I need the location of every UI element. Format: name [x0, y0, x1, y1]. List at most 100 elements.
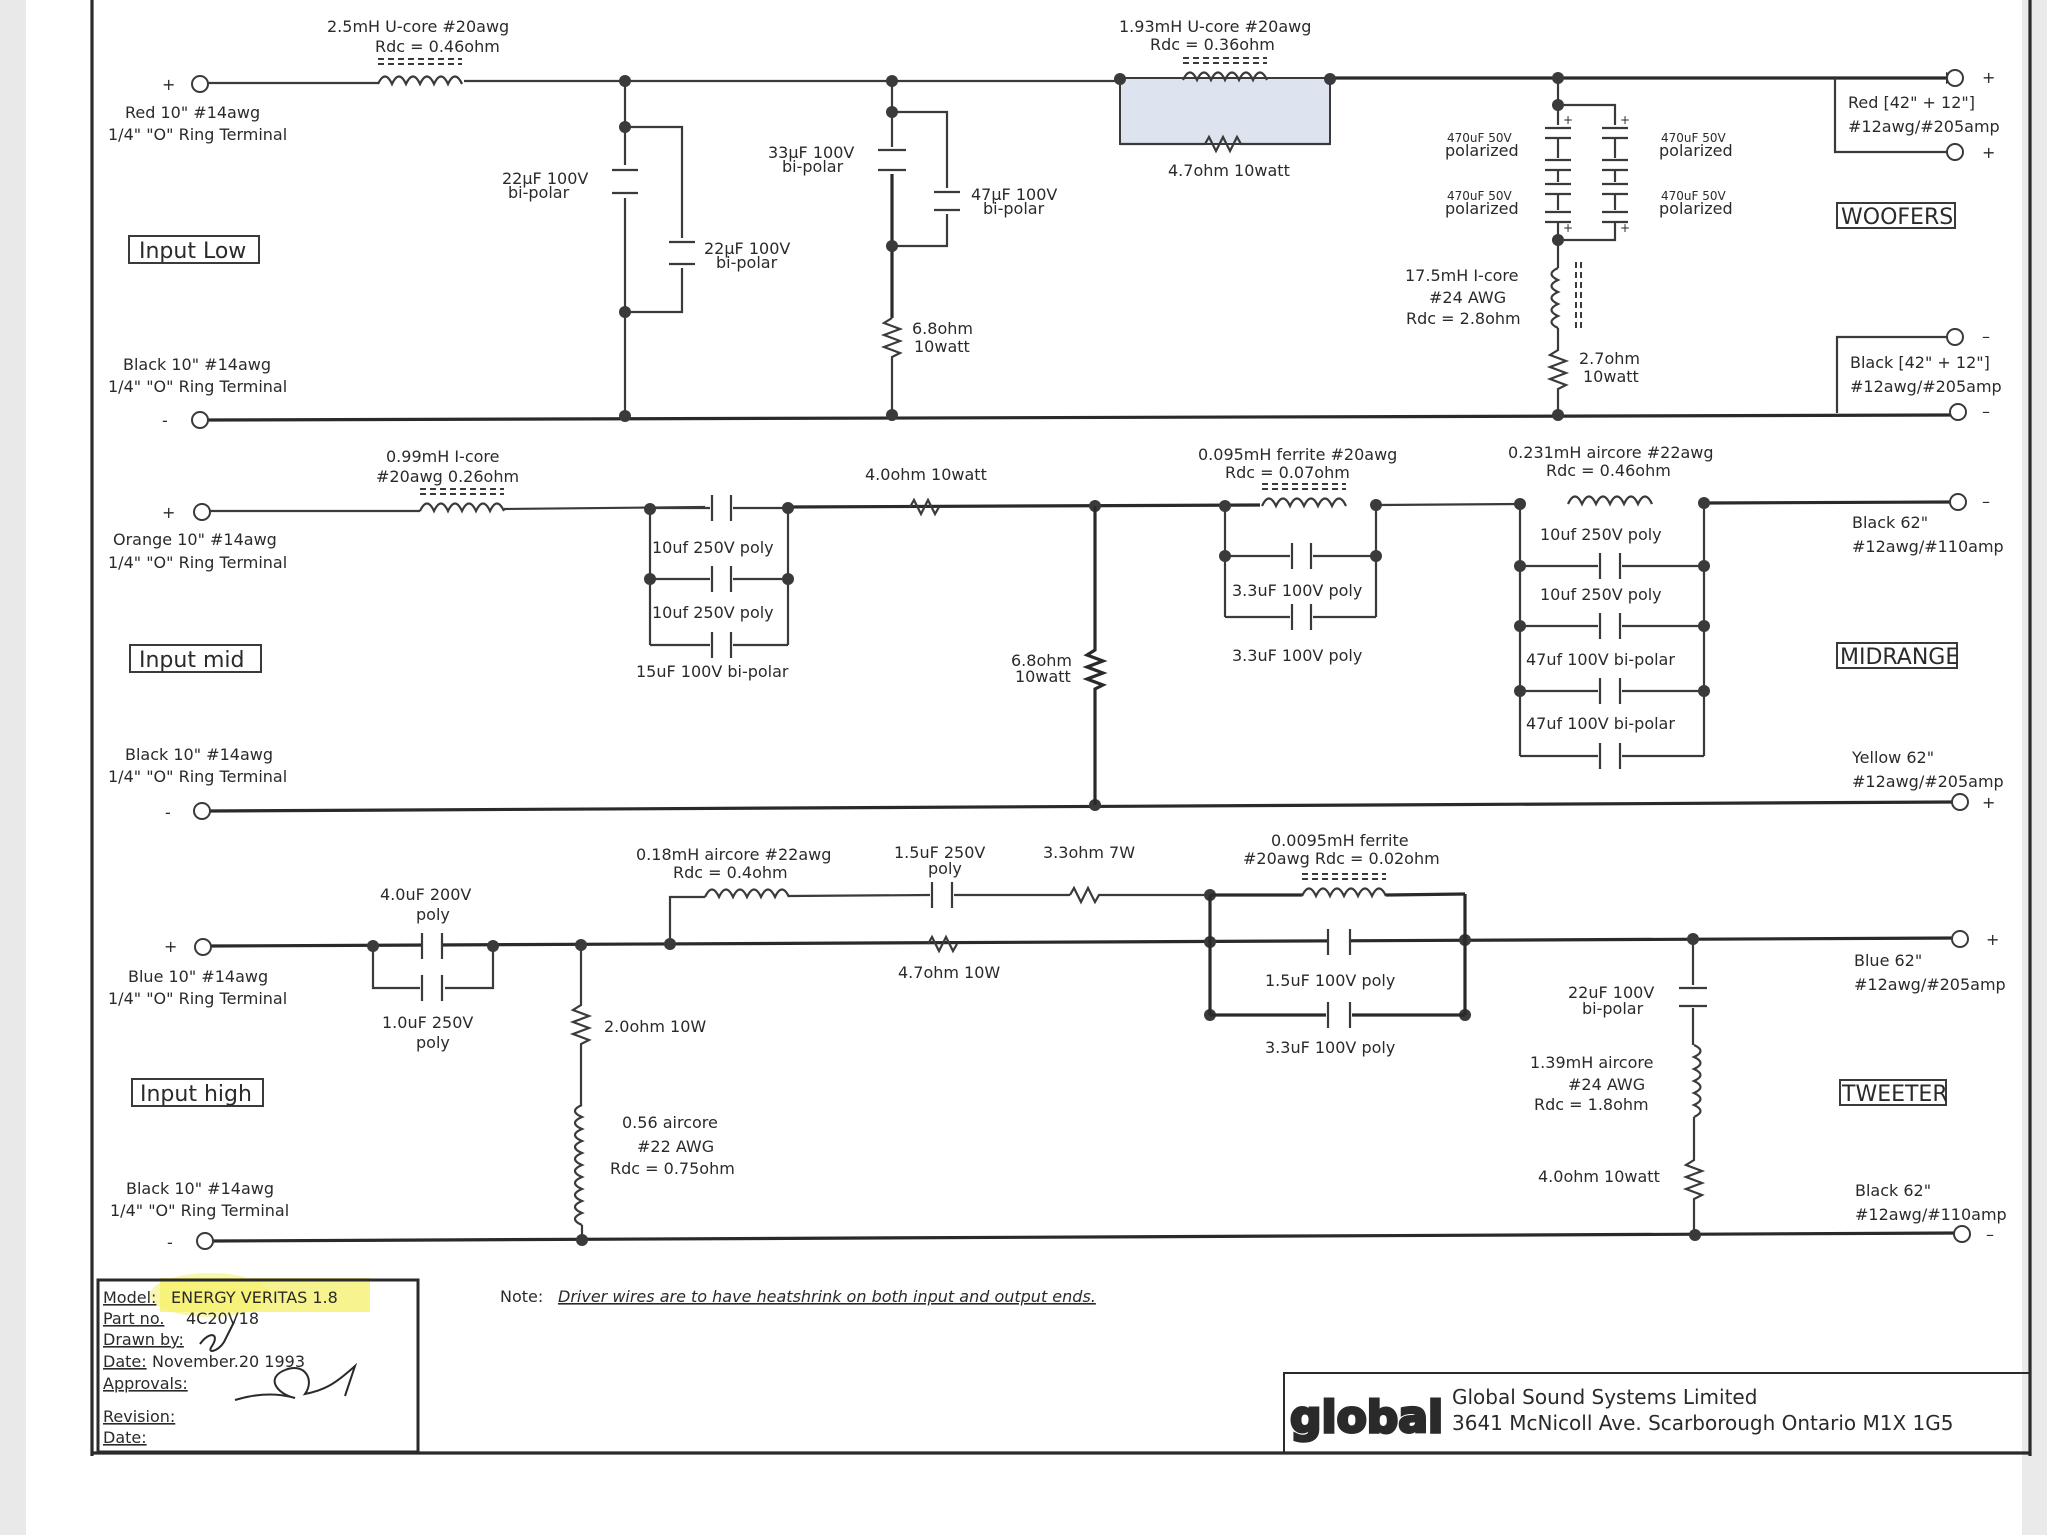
tweeter-c1-line2: poly [416, 905, 450, 924]
woofer-in-neg-wire: Black 10" #14awg [123, 355, 271, 374]
tweeter-c1-line1: 4.0uF 200V [380, 885, 471, 904]
model-highlight [160, 1278, 370, 1312]
tweeter-l4-line3: Rdc = 1.8ohm [1534, 1095, 1649, 1114]
svg-text:+: + [1563, 113, 1573, 127]
mid-input-neg-terminal [193, 802, 211, 820]
woofer-r3-line2: 10watt [1583, 367, 1639, 386]
mid-l2-line2: Rdc = 0.07ohm [1225, 463, 1350, 482]
woofer-r1-line2: 10watt [914, 337, 970, 356]
mid-r2-line1: 6.8ohm [1011, 651, 1072, 670]
driver-midrange-box [1836, 642, 1958, 669]
section-label-low-box [128, 235, 260, 264]
part-label: Part no. [103, 1309, 164, 1328]
svg-text:+: + [1982, 143, 1995, 162]
woofer-c1-line2: bi-polar [508, 183, 570, 202]
mid-c2-label: 10uf 250V poly [652, 603, 774, 622]
woofer-out-neg-line2: #12awg/#205amp [1850, 377, 2002, 396]
mid-inductor-l2 [1260, 483, 1348, 508]
driver-woofers: WOOFERS [1841, 205, 1953, 230]
mid-c7-label: 10uf 250V poly [1540, 585, 1662, 604]
section-label-mid-box [129, 644, 262, 673]
svg-text:+: + [1982, 793, 1995, 812]
woofer-c2-line2: bi-polar [716, 253, 778, 272]
woofer-cap-b-line2: polarized [1659, 141, 1733, 160]
tweeter-r2-label: 3.3ohm 7W [1043, 843, 1135, 862]
tweeter-inductor-l1 [573, 1103, 585, 1227]
mid-r1-label: 4.0ohm 10watt [865, 465, 987, 484]
mid-resistor-r2 [1082, 506, 1108, 805]
tweeter-capacitor-c2 [420, 975, 444, 1001]
woofer-c3-line2: bi-polar [782, 157, 844, 176]
mid-l1-line1: 0.99mH I-core [386, 447, 499, 466]
mid-input-pos-terminal [193, 503, 211, 521]
mid-l3-line1: 0.231mH aircore #22awg [1508, 443, 1714, 462]
woofer-l2-r2-block [1119, 77, 1331, 145]
woofer-l1-line2: Rdc = 0.46ohm [375, 37, 500, 56]
svg-text:–: – [1982, 492, 1990, 511]
woofer-out-neg-line1: Black [42" + 12"] [1850, 353, 1990, 372]
svg-text:–: – [1982, 402, 1990, 421]
woofer-c3-line1: 33µF 100V [768, 143, 854, 162]
driver-tweeter-box [1839, 1079, 1947, 1106]
woofer-r2-label: 4.7ohm 10watt [1168, 161, 1290, 180]
drawn-label: Drawn by: [103, 1330, 184, 1349]
section-label-mid: Input mid [139, 648, 244, 673]
woofer-l3-line2: #24 AWG [1429, 288, 1506, 307]
model-value: ENERGY VERITAS 1.8 [171, 1288, 338, 1307]
mid-in-pos-sign: + [162, 503, 175, 522]
woofer-c1-line1: 22µF 100V [502, 169, 588, 188]
woofer-output-neg-terminal [1949, 403, 1967, 421]
mid-capacitor-c2 [650, 566, 788, 592]
woofer-in-neg-term: 1/4" "O" Ring Terminal [108, 377, 287, 396]
midrange-section: –+ [193, 483, 1995, 820]
mid-output-pos-terminal [1951, 793, 1969, 811]
tweeter-r3-label: 4.7ohm 10W [898, 963, 1000, 982]
mid-l1-line2: #20awg 0.26ohm [376, 467, 519, 486]
mid-capacitor-c1 [650, 495, 788, 521]
woofer-cap-d-line2: polarized [1659, 199, 1733, 218]
mid-l2-line1: 0.095mH ferrite #20awg [1198, 445, 1397, 464]
mid-c9-label: 47uf 100V bi-polar [1526, 714, 1675, 733]
tweeter-inductor-l4 [1691, 1044, 1702, 1118]
company-logo: global [1290, 1392, 1443, 1443]
tweeter-l1-line3: Rdc = 0.75ohm [610, 1159, 735, 1178]
tweeter-input-pos-terminal [194, 938, 212, 956]
mid-capacitor-c8 [1520, 678, 1704, 704]
tweeter-capacitor-c6 [1679, 939, 1707, 1045]
tweeter-in-neg-sign: - [167, 1233, 173, 1252]
woofer-resistor-r3 [1546, 328, 1570, 415]
woofer-c4-line1: 47µF 100V [971, 185, 1057, 204]
tweeter-in-neg-wire: Black 10" #14awg [126, 1179, 274, 1198]
revision-date-label: Date: [103, 1428, 147, 1447]
tweeter-l1-line1: 0.56 aircore [622, 1113, 718, 1132]
mid-c3-label: 15uF 100V bi-polar [636, 662, 789, 681]
tweeter-c3-line1: 1.5uF 250V [894, 843, 985, 862]
driver-woofers-box [1836, 202, 1956, 229]
section-label-high: Input high [140, 1082, 252, 1107]
woofer-l1-line1: 2.5mH U-core #20awg [327, 17, 509, 36]
tweeter-in-pos-wire: Blue 10" #14awg [128, 967, 268, 986]
tweeter-l2-line1: 0.18mH aircore #22awg [636, 845, 831, 864]
woofer-cap-c-line1: 470uF 50V [1447, 189, 1512, 203]
svg-text:+: + [1986, 930, 1999, 949]
tweeter-c3-line2: poly [928, 859, 962, 878]
tweeter-c2-line1: 1.0uF 250V [382, 1013, 473, 1032]
mid-c8-label: 47uf 100V bi-polar [1526, 650, 1675, 669]
scan-edge-left [0, 0, 26, 1535]
driver-tweeter: TWEETER [1841, 1082, 1948, 1107]
mid-out-neg-line1: Black 62" [1852, 513, 1928, 532]
tweeter-output-neg-terminal [1953, 1225, 1971, 1243]
woofer-r3-line1: 2.7ohm [1579, 349, 1640, 368]
woofer-section: ++ ++ ++ –– [191, 57, 1995, 429]
woofer-out-pos-line1: Red [42" + 12"] [1848, 93, 1975, 112]
tweeter-r1-label: 2.0ohm 10W [604, 1017, 706, 1036]
woofer-inductor-l2 [1181, 57, 1269, 82]
section-label-high-box [131, 1078, 264, 1107]
tweeter-in-neg-term: 1/4" "O" Ring Terminal [110, 1201, 289, 1220]
tweeter-resistor-r1 [569, 945, 593, 1105]
tweeter-in-pos-sign: + [164, 937, 177, 956]
woofer-l2-line1: 1.93mH U-core #20awg [1119, 17, 1311, 36]
tweeter-l4-line2: #24 AWG [1568, 1075, 1645, 1094]
mid-capacitor-c3 [650, 632, 788, 658]
woofer-in-pos-term: 1/4" "O" Ring Terminal [108, 125, 287, 144]
